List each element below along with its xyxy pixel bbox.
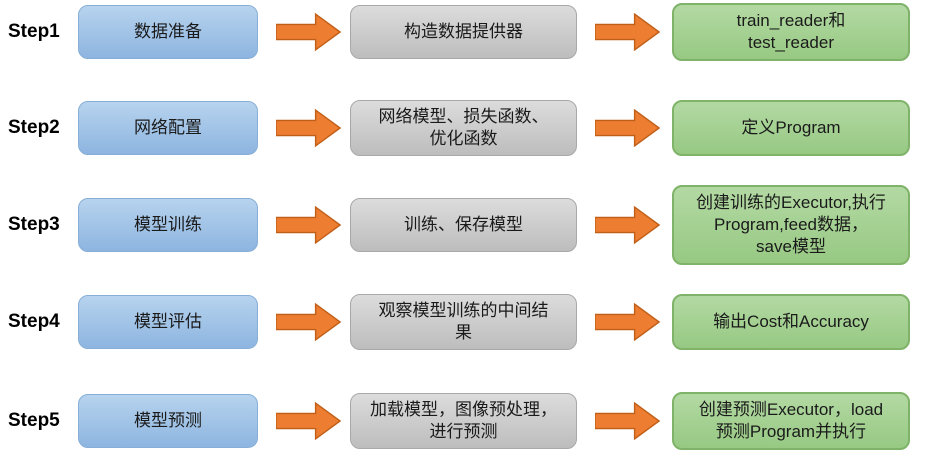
output-box: 定义Program [672, 100, 910, 156]
flow-row-step2: Step2 网络配置 网络模型、损失函数、 优化函数 定义Program [0, 96, 933, 160]
output-box: 输出Cost和Accuracy [672, 294, 910, 350]
flow-row-step3: Step3 模型训练 训练、保存模型 创建训练的Executor,执行 Prog… [0, 185, 933, 265]
stage-box: 模型训练 [78, 198, 258, 252]
right-arrow-icon [595, 400, 661, 442]
step-label: Step3 [8, 214, 60, 235]
action-box: 构造数据提供器 [350, 5, 577, 59]
step-label: Step5 [8, 410, 60, 431]
right-arrow-icon [595, 11, 661, 53]
action-box: 网络模型、损失函数、 优化函数 [350, 100, 577, 156]
right-arrow-icon [595, 301, 661, 343]
right-arrow-icon [276, 400, 342, 442]
stage-box: 模型评估 [78, 295, 258, 349]
step-label: Step1 [8, 21, 60, 42]
stage-box: 网络配置 [78, 101, 258, 155]
output-box: train_reader和 test_reader [672, 3, 910, 61]
stage-box: 模型预测 [78, 394, 258, 448]
output-box: 创建预测Executor，load 预测Program并执行 [672, 392, 910, 450]
flow-row-step4: Step4 模型评估 观察模型训练的中间结 果 输出Cost和Accuracy [0, 290, 933, 354]
right-arrow-icon [276, 11, 342, 53]
action-box: 训练、保存模型 [350, 198, 577, 252]
stage-box: 数据准备 [78, 5, 258, 59]
step-label: Step2 [8, 117, 60, 138]
right-arrow-icon [276, 301, 342, 343]
step-label: Step4 [8, 311, 60, 332]
flow-row-step5: Step5 模型预测 加载模型，图像预处理， 进行预测 创建预测Executor… [0, 389, 933, 453]
action-box: 观察模型训练的中间结 果 [350, 294, 577, 350]
right-arrow-icon [595, 204, 661, 246]
output-box: 创建训练的Executor,执行 Program,feed数据， save模型 [672, 185, 910, 265]
flow-row-step1: Step1 数据准备 构造数据提供器 train_reader和 test_re… [0, 0, 933, 64]
action-box: 加载模型，图像预处理， 进行预测 [350, 393, 577, 449]
right-arrow-icon [595, 107, 661, 149]
right-arrow-icon [276, 204, 342, 246]
right-arrow-icon [276, 107, 342, 149]
